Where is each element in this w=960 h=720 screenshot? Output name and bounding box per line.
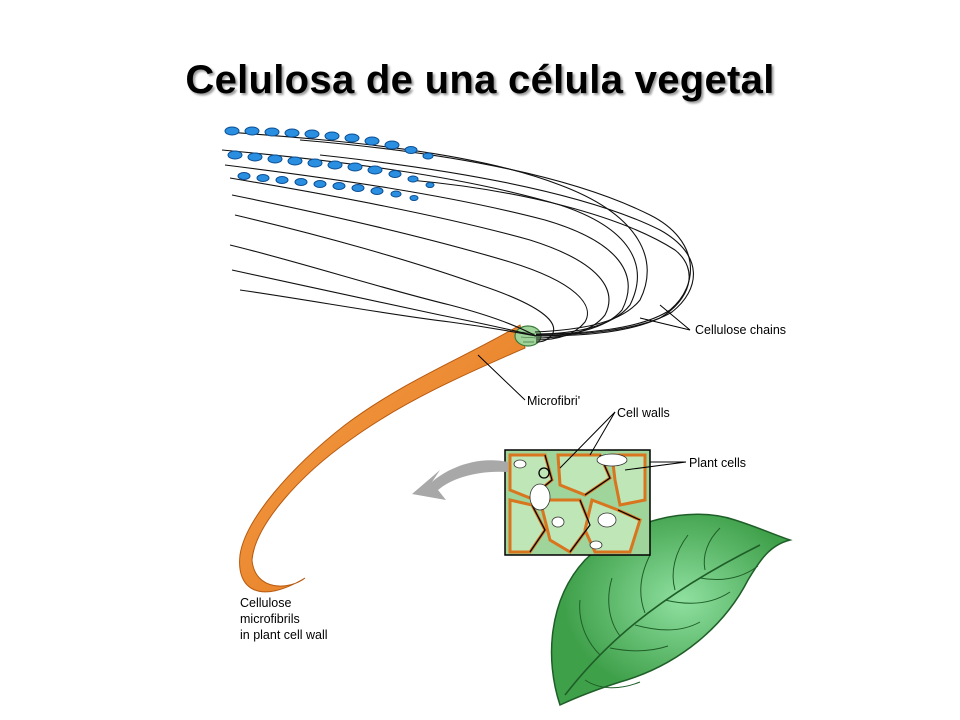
caption-line-2: microfibrils — [240, 612, 300, 626]
page-title: Celulosa de una célula vegetal — [185, 58, 775, 102]
cell-walls-label: Cell walls — [617, 406, 670, 420]
cellulose-chains — [221, 131, 694, 343]
leader-lines — [477, 304, 691, 471]
caption-line-1: Cellulose — [240, 596, 291, 610]
microfibril-label: Microfibri' — [527, 394, 580, 408]
caption-line-3: in plant cell wall — [240, 628, 328, 642]
leaf — [550, 513, 793, 707]
cellulose-chains-label: Cellulose chains — [695, 323, 786, 337]
plant-cells-label: Plant cells — [689, 456, 746, 470]
arrow-icon — [412, 460, 508, 500]
microfibril — [239, 324, 542, 593]
plant-tissue-box — [504, 449, 651, 556]
glucose-chains — [224, 126, 435, 201]
